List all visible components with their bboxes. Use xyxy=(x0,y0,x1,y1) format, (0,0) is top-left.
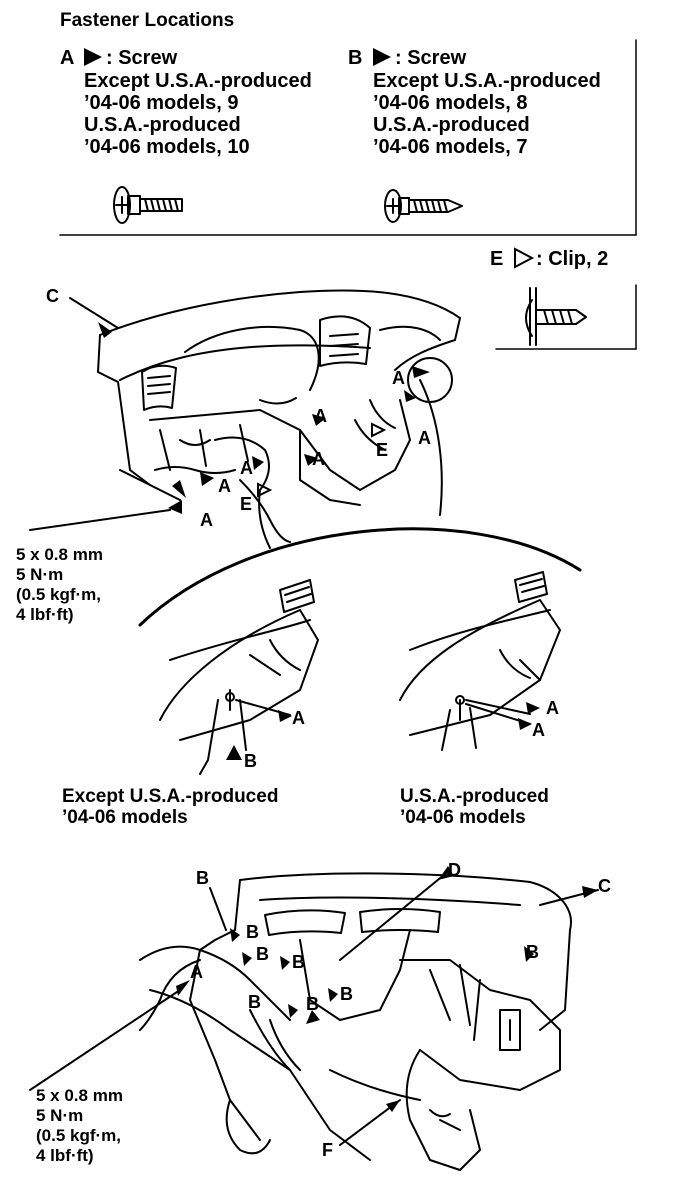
fastener-b-letter: B xyxy=(348,47,363,69)
callout-b: B xyxy=(256,944,269,964)
callout-e: E xyxy=(240,494,253,514)
dashboard-upper xyxy=(97,289,461,549)
callout-d: D xyxy=(448,860,461,880)
torque-spec-line: (0.5 kgf·m, xyxy=(36,1126,122,1145)
torque-spec-line: 5 N·m xyxy=(36,1106,84,1125)
callout-a: A xyxy=(218,476,231,496)
clip-markers xyxy=(257,422,387,498)
callout-b: B xyxy=(340,984,353,1004)
callout-b: B xyxy=(196,868,209,888)
fastener-e-letter: E xyxy=(490,248,504,270)
fastener-a-line: ’04-06 models, 10 xyxy=(84,136,250,158)
fastener-b-line: U.S.A.-produced xyxy=(373,114,530,136)
fastener-a-line: Except U.S.A.-produced xyxy=(84,70,312,92)
detail-circle xyxy=(407,357,453,403)
caption-except-usa: Except U.S.A.-produced xyxy=(62,786,279,807)
caption-except-usa: ’04-06 models xyxy=(62,807,188,828)
callout-a: A xyxy=(190,962,203,982)
fastener-b-line: ’04-06 models, 8 xyxy=(373,92,528,114)
callout-b: B xyxy=(248,992,261,1012)
fastener-b-header: : Screw xyxy=(395,47,467,69)
callout-b: B xyxy=(526,942,539,962)
callout-a: A xyxy=(532,720,545,740)
torque-spec-line: 5 x 0.8 mm xyxy=(16,545,103,564)
dashboard-lower xyxy=(139,872,572,1171)
caption-usa: U.S.A.-produced xyxy=(400,786,549,807)
fastener-a-line: U.S.A.-produced xyxy=(84,114,241,136)
callout-a: A xyxy=(546,698,559,718)
torque-spec-line: 4 lbf·ft) xyxy=(16,605,74,624)
fastener-markers xyxy=(98,322,598,1112)
detail-except-usa xyxy=(159,579,319,775)
callout-a: A xyxy=(312,449,325,469)
detail-arc xyxy=(138,527,582,627)
screw-a-icon xyxy=(113,186,183,224)
torque-spec-line: 5 N·m xyxy=(16,565,64,584)
fastener-b-line: ’04-06 models, 7 xyxy=(373,136,528,158)
callout-a: A xyxy=(418,428,431,448)
callout-c: C xyxy=(598,876,611,896)
callout-a: A xyxy=(392,368,405,388)
fastener-b-line: Except U.S.A.-produced xyxy=(373,70,601,92)
callout-a: A xyxy=(240,458,253,478)
screw-b-icon xyxy=(384,189,463,223)
leader-lines-upper xyxy=(29,297,443,531)
callout-f: F xyxy=(322,1140,333,1160)
callout-a: A xyxy=(314,406,327,426)
callout-b: B xyxy=(246,922,259,942)
fastener-a-line: ’04-06 models, 9 xyxy=(84,92,239,114)
torque-spec-line: 5 x 0.8 mm xyxy=(36,1086,123,1105)
callout-c: C xyxy=(46,286,59,306)
fastener-a-header: : Screw xyxy=(106,47,178,69)
callout-a: A xyxy=(292,708,305,728)
detail-usa xyxy=(399,571,561,751)
fastener-e-header: : Clip, 2 xyxy=(536,248,609,270)
callout-b: B xyxy=(292,952,305,972)
callout-a: A xyxy=(200,510,213,530)
fastener-a-letter: A xyxy=(60,47,75,69)
callout-b: B xyxy=(306,994,319,1014)
torque-spec-line: (0.5 kgf·m, xyxy=(16,585,102,604)
callout-b: B xyxy=(244,751,257,771)
clip-e-inset xyxy=(495,284,637,350)
torque-spec-line: 4 lbf·ft) xyxy=(36,1146,94,1165)
callout-e: E xyxy=(376,440,389,460)
page-title: Fastener Locations xyxy=(60,10,235,31)
caption-usa: ’04-06 models xyxy=(400,807,526,828)
